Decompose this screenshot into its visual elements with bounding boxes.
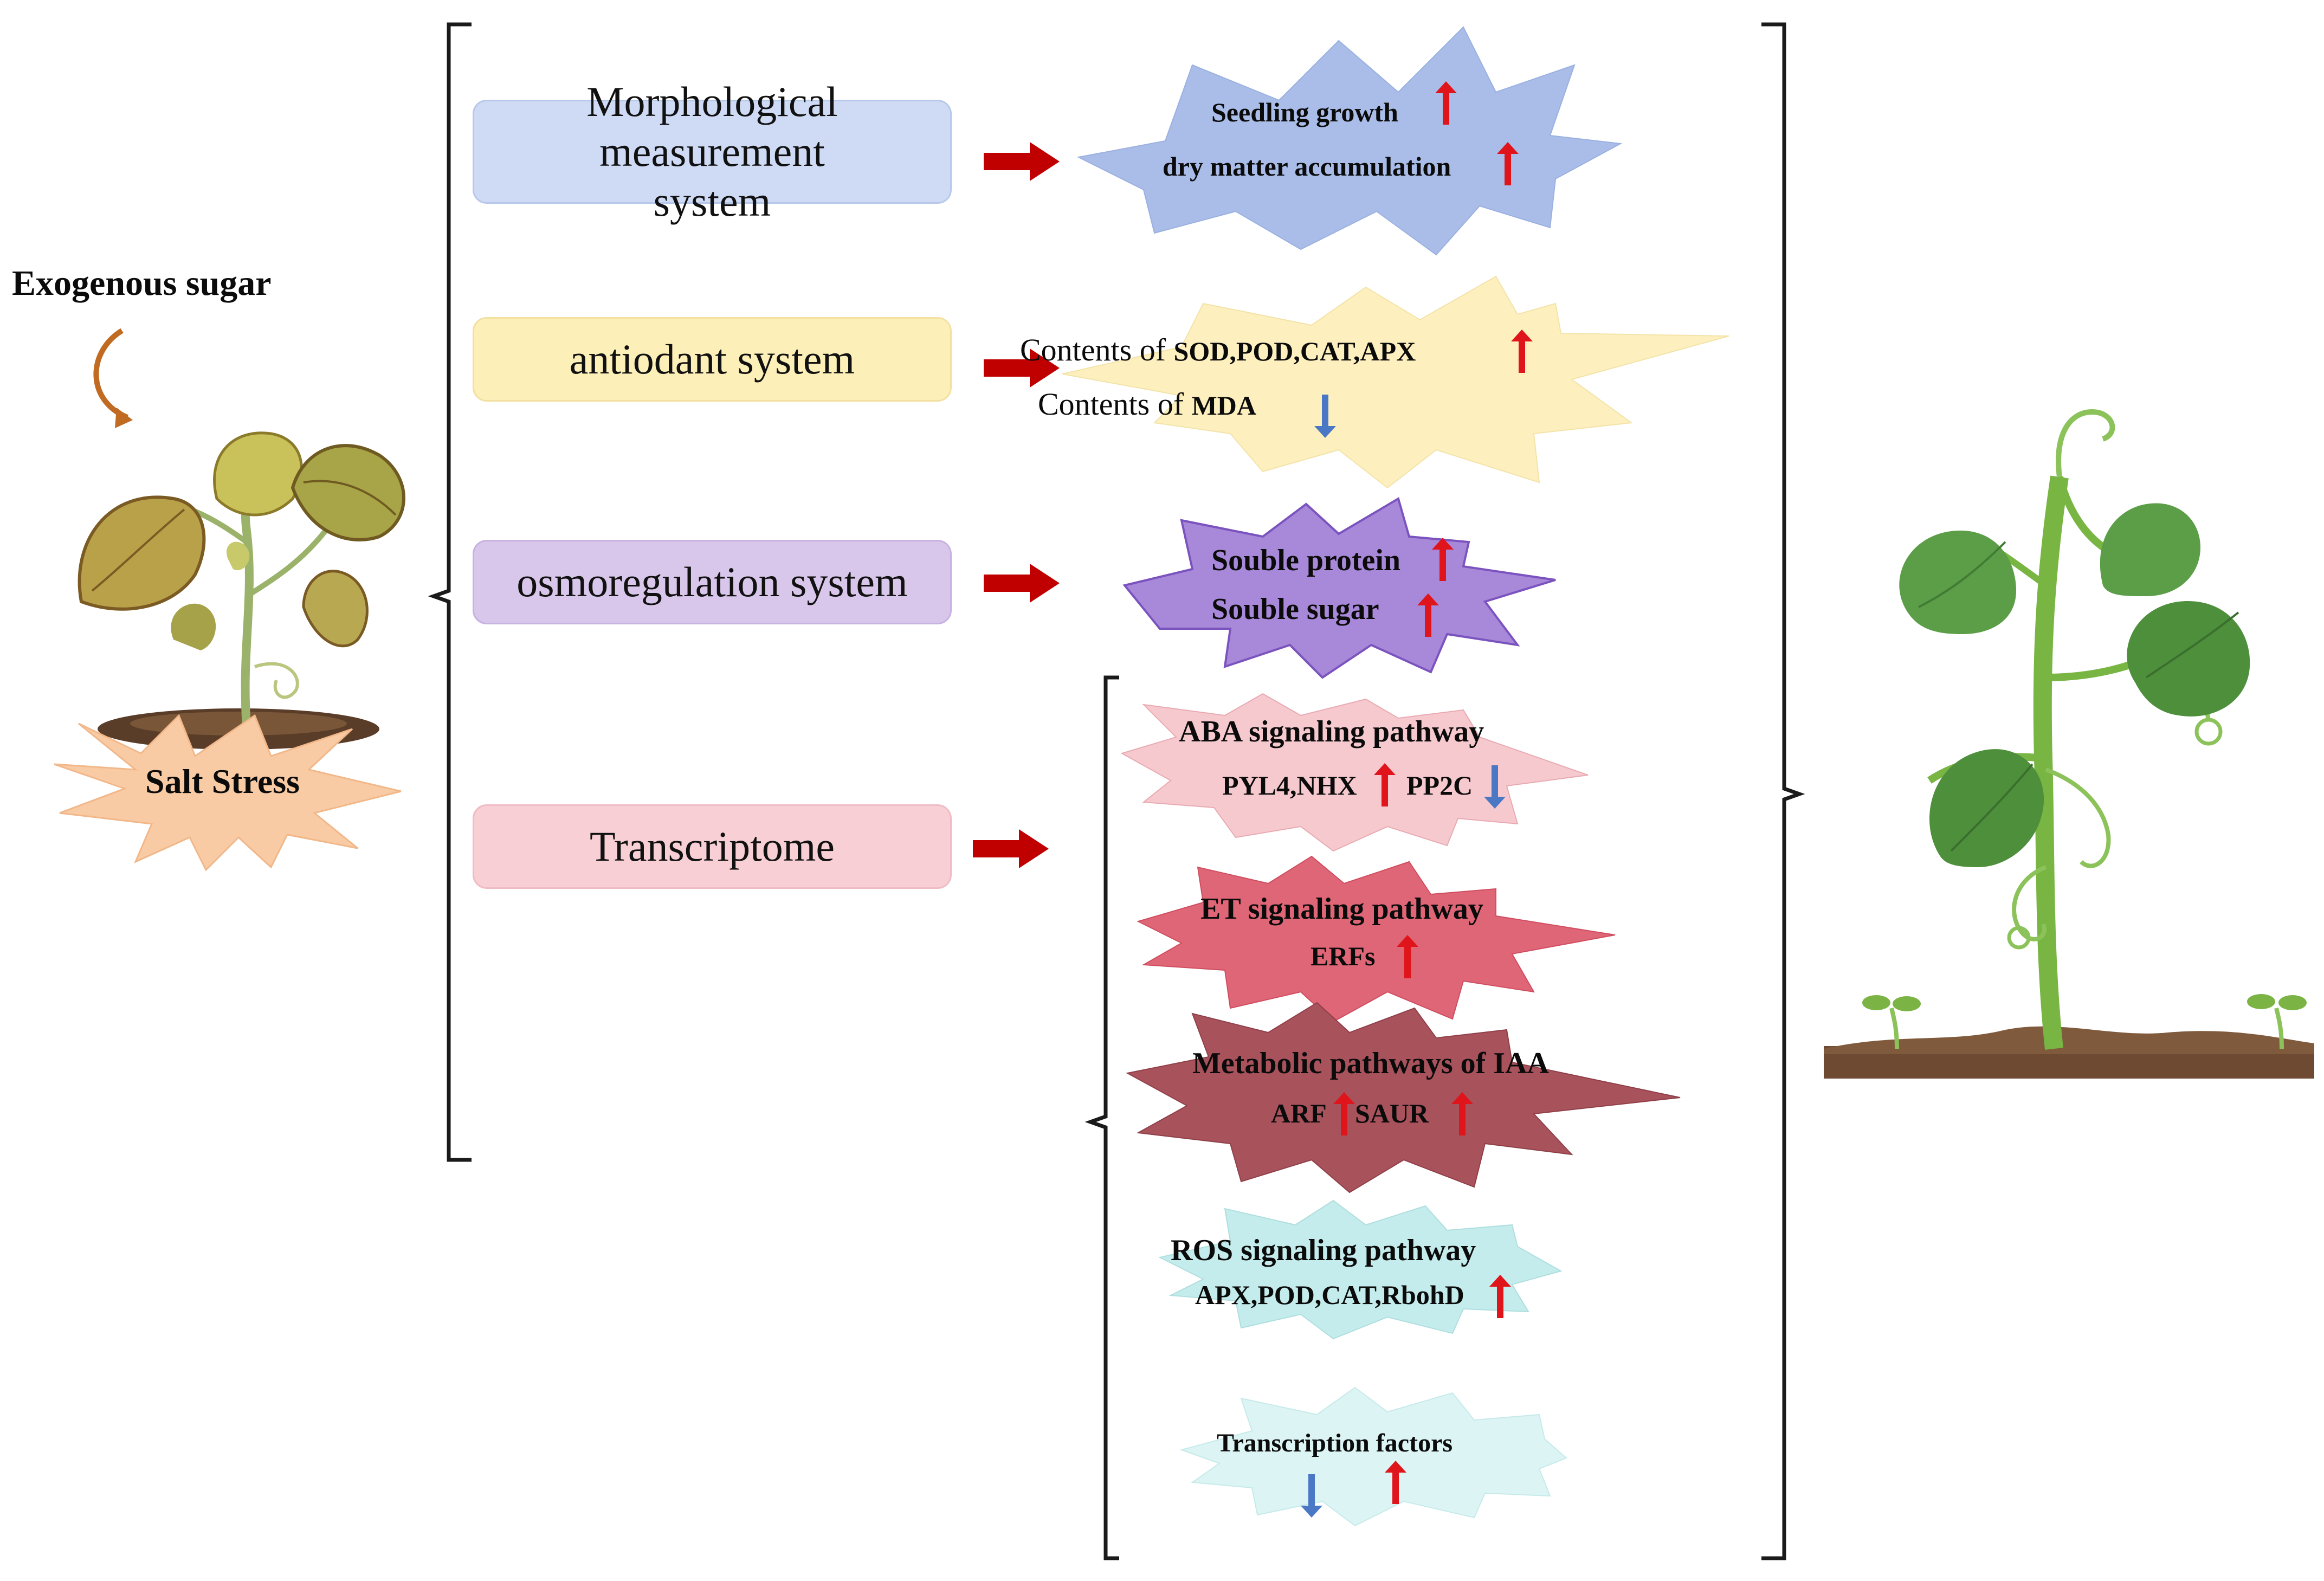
antioxidant-enzymes: SOD,POD,CAT,APX (1173, 336, 1416, 366)
flow-arrow-osmo (984, 564, 1060, 603)
antioxidant-prefix-2: Contents of (1038, 386, 1192, 422)
ros-burst (1158, 1199, 1563, 1340)
antioxidant-system-label: antiodant system (569, 335, 855, 383)
osmoregulation-system-label: osmoregulation system (517, 558, 908, 605)
up-arrow-icon-arf (1333, 1092, 1355, 1135)
iaa-gene-saur: SAUR (1355, 1098, 1429, 1128)
up-arrow-icon-antioxidant (1511, 330, 1533, 373)
aba-burst (1120, 693, 1589, 852)
aba-gene-pyl4: PYL4,NHX (1222, 770, 1357, 801)
et-title: ET signaling pathway (1200, 892, 1483, 926)
transcriptome-box: Transcriptome (473, 804, 952, 889)
et-burst (1137, 855, 1616, 1023)
osmo-effect-protein: Souble protein (1211, 544, 1401, 577)
up-arrow-icon-seedling (1435, 81, 1457, 125)
antioxidant-effects-burst (1062, 275, 1729, 489)
iaa-title: Metabolic pathways of IAA (1192, 1047, 1549, 1080)
flow-arrow-trans (973, 829, 1049, 868)
antioxidant-prefix-1: Contents of (1020, 332, 1174, 367)
curved-arrow-icon (93, 328, 128, 420)
flow-arrows (973, 142, 1060, 868)
morph-effects-burst (1076, 26, 1623, 256)
up-arrow-icon-saur (1451, 1092, 1473, 1135)
exogenous-sugar-label: Exogenous sugar (12, 263, 272, 303)
morphological-system-box: Morphological measurement system (473, 78, 952, 225)
transcriptome-bracket (1084, 675, 1119, 1560)
flow-arrow-morph (984, 142, 1060, 181)
up-arrow-icon-drymatter (1497, 142, 1519, 185)
up-arrow-icon-erfs (1397, 935, 1418, 978)
morph-effect-seedling: Seedling growth (1211, 97, 1398, 127)
brackets (428, 22, 1805, 1560)
healthy-plant-image (1824, 409, 2314, 1079)
flow-arrow-anti (984, 349, 1060, 388)
antioxidant-effect-line1: Contents of SOD,POD,CAT,APX (1020, 332, 1416, 368)
morph-effect-drymatter: dry matter accumulation (1163, 151, 1451, 182)
tf-burst (1179, 1386, 1567, 1527)
salt-stress-plant-image (54, 328, 405, 872)
iaa-gene-arf: ARF (1271, 1098, 1327, 1128)
osmo-effects-burst (1122, 496, 1556, 679)
osmo-effect-sugar: Souble sugar (1211, 592, 1379, 626)
up-arrow-icon-sugar (1417, 593, 1439, 637)
salt-stress-label: Salt Stress (145, 762, 300, 801)
down-arrow-icon-tf (1301, 1474, 1322, 1518)
antioxidant-system-box: antiodant system (473, 317, 952, 402)
up-arrow-icon-rbohd (1489, 1275, 1511, 1318)
aba-title: ABA signaling pathway (1179, 715, 1484, 748)
down-arrow-icon-pp2c (1484, 765, 1506, 809)
antioxidant-mda: MDA (1191, 390, 1256, 421)
tf-title: Transcription factors (1217, 1429, 1453, 1457)
down-arrow-icon-mda (1314, 395, 1336, 438)
up-arrow-icon-pyl4 (1374, 763, 1396, 806)
morphological-system-label: Morphological measurement system (586, 78, 838, 225)
up-arrow-icon-tf (1385, 1461, 1406, 1504)
et-gene-erfs: ERFs (1311, 941, 1376, 971)
main-left-bracket (428, 22, 472, 1162)
salt-stress-burst (54, 714, 402, 872)
up-arrow-icon-protein (1432, 538, 1454, 581)
aba-gene-pp2c: PP2C (1406, 770, 1473, 801)
antioxidant-effect-line2: Contents of MDA (1038, 386, 1256, 422)
ros-title: ROS signaling pathway (1171, 1234, 1476, 1267)
transcriptome-label: Transcriptome (589, 822, 835, 870)
osmoregulation-system-box: osmoregulation system (473, 540, 952, 624)
indicator-arrows (1301, 81, 1533, 1518)
ros-genes: APX,POD,CAT,RbohD (1195, 1280, 1464, 1310)
main-right-bracket (1761, 22, 1805, 1560)
iaa-burst (1126, 1002, 1681, 1193)
